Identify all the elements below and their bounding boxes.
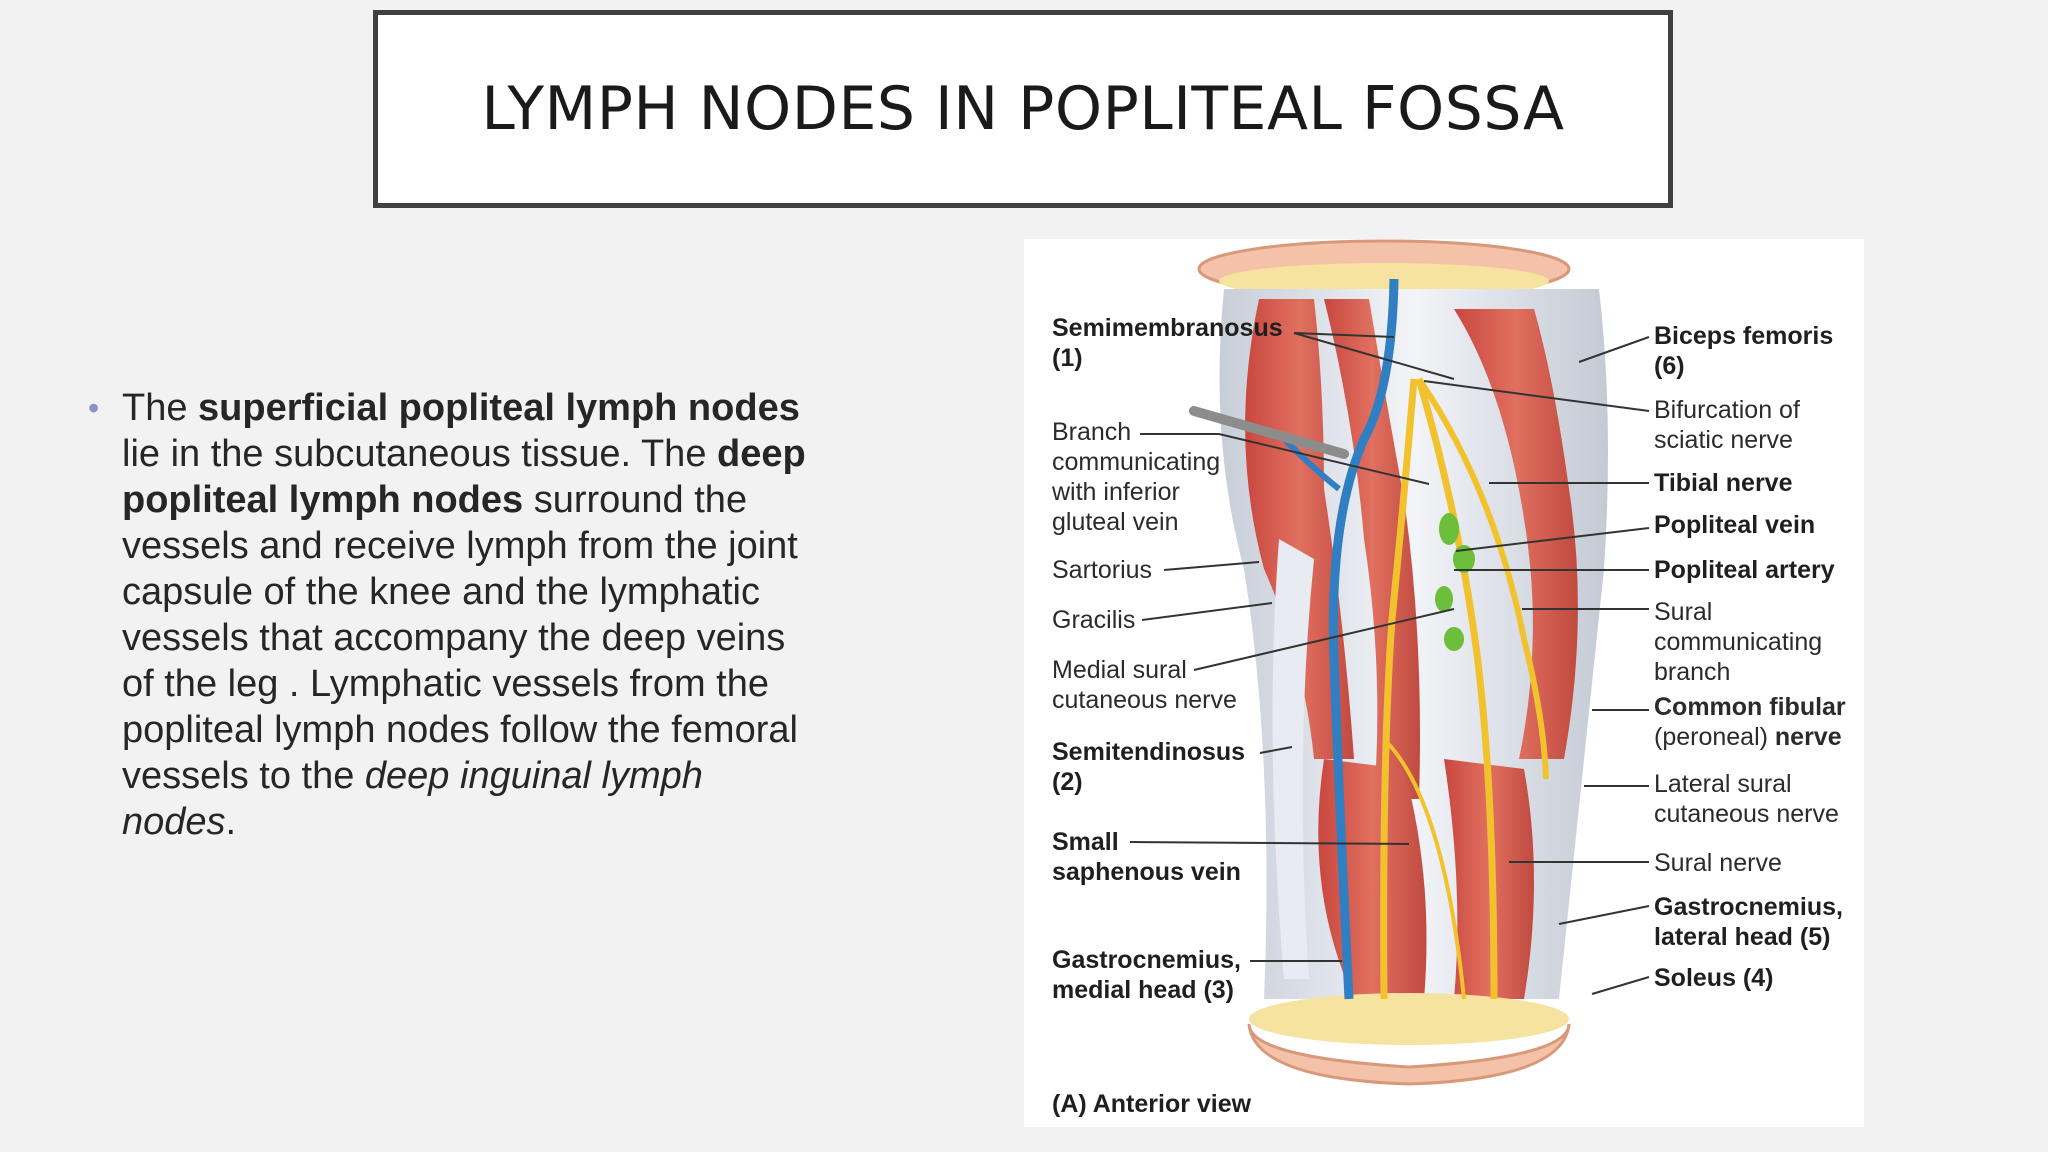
label-sartorius: Sartorius bbox=[1052, 556, 1153, 584]
text-run: lie in the subcutaneous tissue. The bbox=[122, 433, 718, 475]
bullet-icon: • bbox=[88, 390, 100, 426]
label-semitendinosus: Semitendinosus(2) bbox=[1052, 738, 1246, 796]
label-popliteal-artery: Popliteal artery bbox=[1654, 556, 1835, 584]
label-gastrocnemius-medial: Gastrocnemius,medial head (3) bbox=[1052, 946, 1241, 1004]
label-gracilis: Gracilis bbox=[1052, 606, 1136, 634]
slide-title: LYMPH NODES IN POPLITEAL FOSSA bbox=[481, 74, 1565, 144]
text-run: surround the vessels and receive lymph f… bbox=[122, 479, 798, 797]
text-bold-deep: deep popliteal lymph nodes bbox=[122, 433, 806, 521]
text-bold-superficial: superficial popliteal lymph nodes bbox=[198, 387, 800, 429]
label-sural-nerve: Sural nerve bbox=[1654, 849, 1782, 877]
text-italic-inguinal: deep inguinal lymph nodes bbox=[122, 755, 703, 843]
figure-view-label: (A) Anterior view bbox=[1052, 1090, 1252, 1118]
text-run: . bbox=[225, 801, 237, 843]
label-popliteal-vein: Popliteal vein bbox=[1654, 511, 1816, 539]
label-gastrocnemius-lateral: Gastrocnemius,lateral head (5) bbox=[1654, 893, 1843, 951]
label-biceps-femoris: Biceps femoris(6) bbox=[1654, 322, 1834, 380]
body-paragraph: The superficial popliteal lymph nodes li… bbox=[122, 385, 808, 845]
anatomy-illustration bbox=[1129, 239, 1650, 1086]
label-common-fibular: Common fibular(peroneal) nerve bbox=[1654, 693, 1846, 751]
text-run: The bbox=[122, 387, 199, 429]
label-semimembranosus: Semimembranosus(1) bbox=[1052, 314, 1283, 372]
title-box: LYMPH NODES IN POPLITEAL FOSSA bbox=[373, 10, 1673, 208]
label-tibial-nerve: Tibial nerve bbox=[1654, 469, 1793, 497]
body-text: • The superficial popliteal lymph nodes … bbox=[88, 385, 808, 845]
label-soleus: Soleus (4) bbox=[1654, 964, 1774, 992]
